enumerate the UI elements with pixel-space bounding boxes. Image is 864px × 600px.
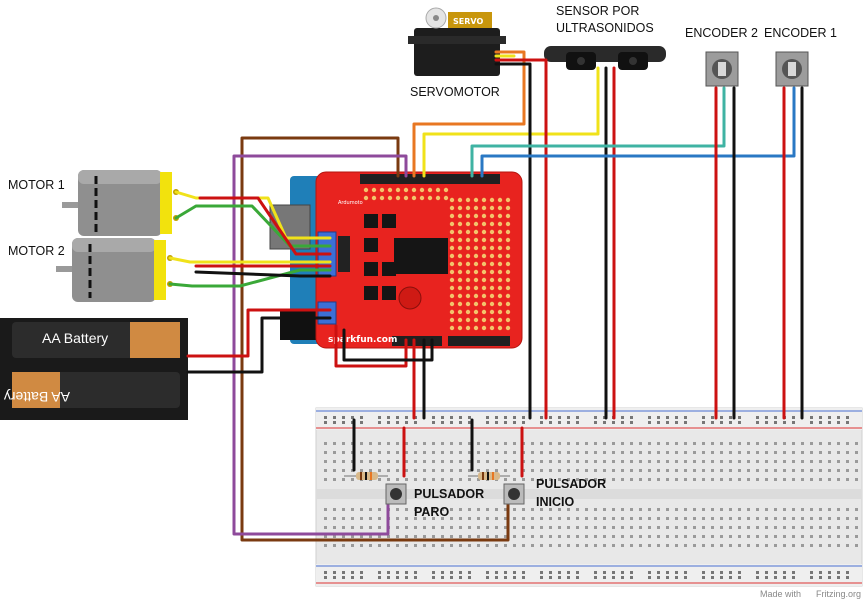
ardumoto-shield: Ardumoto sparkfun.com <box>315 171 523 349</box>
wire-yellow-sensor <box>422 66 600 178</box>
shield-brand: sparkfun.com <box>328 335 397 345</box>
encoder-1 <box>775 51 809 87</box>
pushbutton-inicio <box>503 483 525 505</box>
encoder-2-label: ENCODER 2 <box>685 26 758 40</box>
battery-1-label: AA Battery <box>42 330 108 346</box>
servo-motor: SERVO <box>408 7 506 76</box>
motor-1 <box>62 170 179 236</box>
motor-2-label: MOTOR 2 <box>8 244 65 258</box>
battery-2-label: AA Battery <box>4 389 70 405</box>
wire-5v-red <box>334 324 408 368</box>
wire-motor1-red <box>198 196 332 256</box>
watermark-prefix: Made with <box>760 589 801 599</box>
breadboard <box>315 407 863 587</box>
pulsador-paro-label-1: PULSADOR <box>414 487 484 501</box>
wire-blue-encoder1 <box>480 86 796 178</box>
wire-orange <box>412 50 526 178</box>
ultrasonic-sensor <box>544 46 666 70</box>
wire-motor2-black <box>194 270 332 278</box>
motor-1-label: MOTOR 1 <box>8 178 65 192</box>
motor-2 <box>56 238 173 302</box>
proto-area <box>363 187 511 331</box>
pulsador-inicio-label-2: INICIO <box>536 495 574 509</box>
wires <box>168 50 804 542</box>
pushbutton-paro <box>385 483 407 505</box>
wire-gnd-black-2 <box>342 328 434 362</box>
wire-black-servo <box>494 62 532 420</box>
wire-teal-encoder2 <box>470 86 726 178</box>
servo-chip-label: SERVO <box>453 17 483 26</box>
encoder-2 <box>705 51 739 87</box>
wire-motor2-yellow <box>168 256 332 264</box>
wire-battery-black <box>186 316 332 374</box>
wire-brown <box>240 136 510 542</box>
shield-name: Ardumoto <box>338 200 363 206</box>
watermark-brand: Fritzing.org <box>816 589 861 599</box>
wire-purple <box>232 154 408 536</box>
wire-motor2-green <box>168 268 332 288</box>
wire-battery-red <box>186 308 332 358</box>
sensor-label-line2: ULTRASONIDOS <box>556 21 654 35</box>
resistor-1 <box>344 472 388 480</box>
battery-pack: AA Battery AA Battery <box>0 318 188 420</box>
resistor-2 <box>468 472 510 480</box>
breadboard-holes <box>324 416 858 579</box>
sensor-label-line1: SENSOR POR <box>556 4 639 18</box>
wire-motor1-green <box>174 204 332 248</box>
encoder-1-label: ENCODER 1 <box>764 26 837 40</box>
wire-red-servo <box>494 58 548 420</box>
pulsador-inicio-label-1: PULSADOR <box>536 477 606 491</box>
pulsador-paro-label-2: PARO <box>414 505 449 519</box>
servo-label: SERVOMOTOR <box>410 85 500 99</box>
